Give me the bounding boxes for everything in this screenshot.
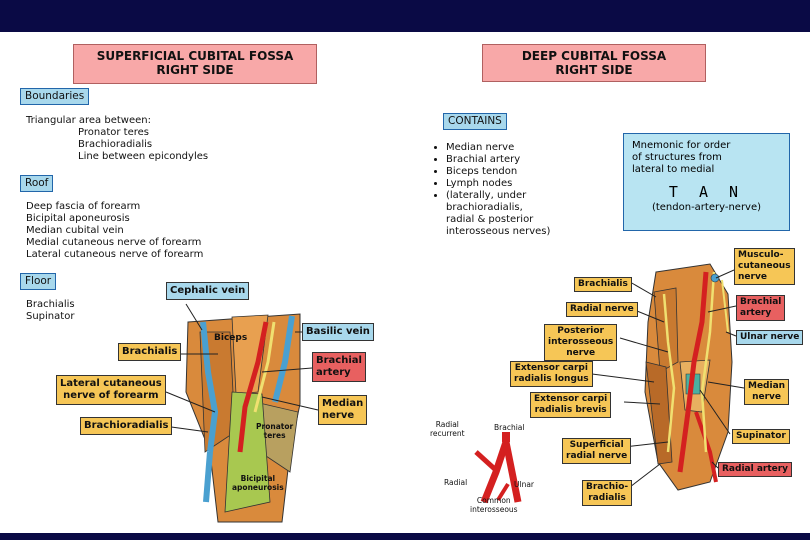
label-deep-brachioradialis: Brachio- radialis xyxy=(582,480,633,506)
leader-line xyxy=(261,367,313,373)
label-median-nerve: Median nerve xyxy=(318,395,368,425)
label-brachial-artery: Brachial artery xyxy=(312,352,366,382)
deep-ulnar-nerve-path xyxy=(721,279,729,333)
header-bar xyxy=(0,0,810,32)
label-lateral-cutaneous-nerve: Lateral cutaneous nerve of forearm xyxy=(56,375,166,405)
musculocutaneous-marker xyxy=(710,273,720,283)
roof-header: Roof xyxy=(20,175,54,192)
leader-line xyxy=(261,396,319,411)
label-cephalic-vein: Cephalic vein xyxy=(166,282,250,300)
sketch-label-radial: Radial xyxy=(444,478,468,487)
footer-bar xyxy=(0,533,810,540)
leader-line xyxy=(711,461,719,469)
deep-ulnar-artery-path xyxy=(694,411,718,483)
contains-item: Median nerve xyxy=(446,142,626,154)
leader-line xyxy=(629,281,657,298)
label-basilic-vein: Basilic vein xyxy=(302,323,374,341)
contains-list: Median nerve Brachial artery Biceps tend… xyxy=(432,142,626,238)
superficial-illustration xyxy=(163,303,319,523)
leader-line xyxy=(185,303,203,331)
label-bicipital-aponeurosis: Bicipital aponeurosis xyxy=(232,474,284,492)
basilic-vein-path xyxy=(272,315,295,403)
label-biceps: Biceps xyxy=(214,333,248,343)
mnemonic-expansion: (tendon-artery-nerve) xyxy=(651,202,762,213)
contains-item: Brachial artery xyxy=(446,154,626,166)
leader-line xyxy=(623,441,669,448)
boundary-item: Brachioradialis xyxy=(78,139,153,150)
deep-illustration xyxy=(474,263,745,504)
contains-item: (laterally, under brachioradialis, radia… xyxy=(446,190,626,238)
leader-line xyxy=(619,337,669,353)
leader-line xyxy=(629,463,661,488)
boundary-item: Line between epicondyles xyxy=(78,151,209,162)
sketch-label-ulnar: Ulnar xyxy=(514,480,535,489)
leader-line xyxy=(707,305,737,313)
forearm-vein-path xyxy=(203,451,213,503)
contains-item: Biceps tendon xyxy=(446,166,626,178)
leader-line xyxy=(165,391,216,413)
leader-line xyxy=(715,269,735,279)
label-deep-brachialis: Brachialis xyxy=(574,277,632,292)
leader-line xyxy=(725,331,737,337)
sketch-label-radial-recurrent: Radial recurrent xyxy=(430,420,465,438)
label-deep-brachial-artery: Brachial artery xyxy=(736,295,786,321)
median-nerve-path xyxy=(253,321,276,413)
label-radial-nerve: Radial nerve xyxy=(566,302,638,317)
superficial-title: SUPERFICIAL CUBITAL FOSSA RIGHT SIDE xyxy=(73,44,317,84)
leader-line xyxy=(699,389,731,435)
deep-radial-nerve-path xyxy=(662,293,676,453)
label-pronator-teres: Pronator teres xyxy=(256,422,294,440)
boundaries-header: Boundaries xyxy=(20,88,90,105)
biceps-muscle xyxy=(231,314,269,395)
contains-header: CONTAINS xyxy=(443,113,507,130)
roof-item: Bicipital aponeurosis xyxy=(26,213,130,224)
label-superficial-radial-nerve: Superficial radial nerve xyxy=(562,438,632,464)
boundaries-intro: Triangular area between: xyxy=(26,115,151,126)
label-ecr-brevis: Extensor carpi radialis brevis xyxy=(530,392,612,418)
sketch-common-interosseous xyxy=(496,482,510,502)
label-brachialis: Brachialis xyxy=(118,343,182,361)
boundary-item: Pronator teres xyxy=(78,127,149,138)
label-musculocutaneous-nerve: Musculo- cutaneous nerve xyxy=(734,248,795,285)
label-ulnar-nerve: Ulnar nerve xyxy=(736,330,804,345)
mnemonic-text: Mnemonic for order of structures from la… xyxy=(632,140,731,175)
floor-item: Brachialis xyxy=(26,299,75,310)
floor-item: Supinator xyxy=(26,311,75,322)
contains-item: Lymph nodes xyxy=(446,178,626,190)
label-radial-artery: Radial artery xyxy=(718,462,793,477)
leader-line xyxy=(623,401,661,405)
aponeurosis-region xyxy=(224,391,271,513)
leader-line xyxy=(591,373,655,383)
leader-line xyxy=(707,381,745,389)
label-ecr-longus: Extensor carpi radialis longus xyxy=(510,361,593,387)
label-posterior-interosseous-nerve: Posterior interosseous nerve xyxy=(544,324,618,361)
deep-brachioradialis-muscle xyxy=(645,361,673,465)
label-brachioradialis: Brachioradialis xyxy=(80,417,173,435)
roof-item: Lateral cutaneous nerve of forearm xyxy=(26,249,204,260)
label-supinator: Supinator xyxy=(732,429,790,444)
deep-panel: DEEP CUBITAL FOSSA RIGHT SIDE CONTAINS M… xyxy=(410,32,810,533)
roof-item: Deep fascia of forearm xyxy=(26,201,141,212)
roof-item: Median cubital vein xyxy=(26,225,124,236)
cephalic-vein-path xyxy=(200,321,219,453)
sketch-label-brachial: Brachial xyxy=(494,423,525,432)
deep-title: DEEP CUBITAL FOSSA RIGHT SIDE xyxy=(482,44,706,82)
sketch-label-common-interosseous: Common interosseous xyxy=(470,496,518,514)
floor-header: Floor xyxy=(20,273,57,290)
mnemonic-acronym: T A N xyxy=(668,183,745,201)
brachial-artery-path xyxy=(237,321,269,453)
deep-median-nerve-path xyxy=(700,271,716,453)
mnemonic-box: Mnemonic for order of structures from la… xyxy=(623,133,790,231)
label-deep-median-nerve: Median nerve xyxy=(744,379,790,405)
superficial-panel: SUPERFICIAL CUBITAL FOSSA RIGHT SIDE Bou… xyxy=(0,32,410,533)
sketch-ulnar-artery xyxy=(502,441,522,503)
roof-item: Medial cutaneous nerve of forearm xyxy=(26,237,202,248)
deep-brachial-artery-path xyxy=(677,271,709,473)
sketch-radial-recurrent xyxy=(474,450,500,474)
